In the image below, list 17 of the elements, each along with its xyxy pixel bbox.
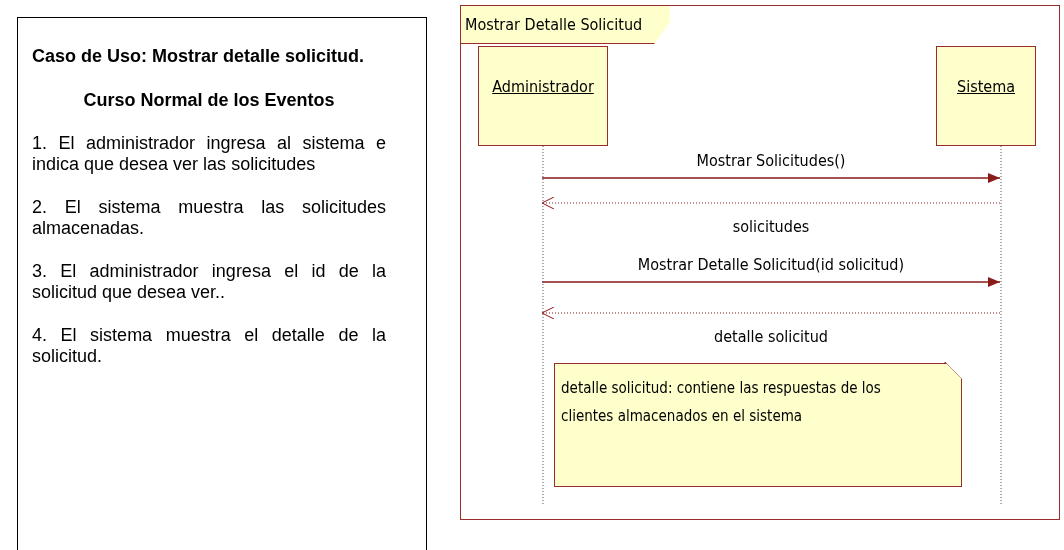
frame-title-tab: Mostrar Detalle Solicitud bbox=[461, 6, 671, 44]
section-heading: Curso Normal de los Eventos bbox=[82, 90, 336, 111]
step-text: 4. El sistema muestra el detalle de la solicitud. bbox=[32, 325, 386, 367]
note-box: detalle solicitud: contiene las respuestas de los clientes almacenados en el sistema bbox=[554, 363, 962, 487]
step-text: 2. El sistema muestra las solicitudes almacenadas. bbox=[32, 197, 386, 239]
step-text: 1. El administrador ingresa al sistema e indica que desea ver las solicitudes bbox=[32, 133, 386, 175]
use-case-heading: Caso de Uso: Mostrar detalle solicitud. bbox=[32, 46, 366, 67]
step-text: 3. El administrador ingresa el id de la solicitud que desea ver.. bbox=[32, 261, 386, 303]
message-arrow bbox=[541, 173, 1001, 183]
message-arrow bbox=[541, 277, 1001, 287]
lifeline-head: Sistema bbox=[936, 46, 1036, 146]
lifeline-head: Administrador bbox=[478, 46, 608, 146]
message-label: Mostrar Solicitudes() bbox=[694, 151, 848, 170]
use-case-panel bbox=[17, 17, 427, 550]
return-message-arrow bbox=[541, 196, 1001, 210]
frame-box bbox=[460, 5, 1060, 520]
return-message-arrow bbox=[541, 306, 1001, 320]
